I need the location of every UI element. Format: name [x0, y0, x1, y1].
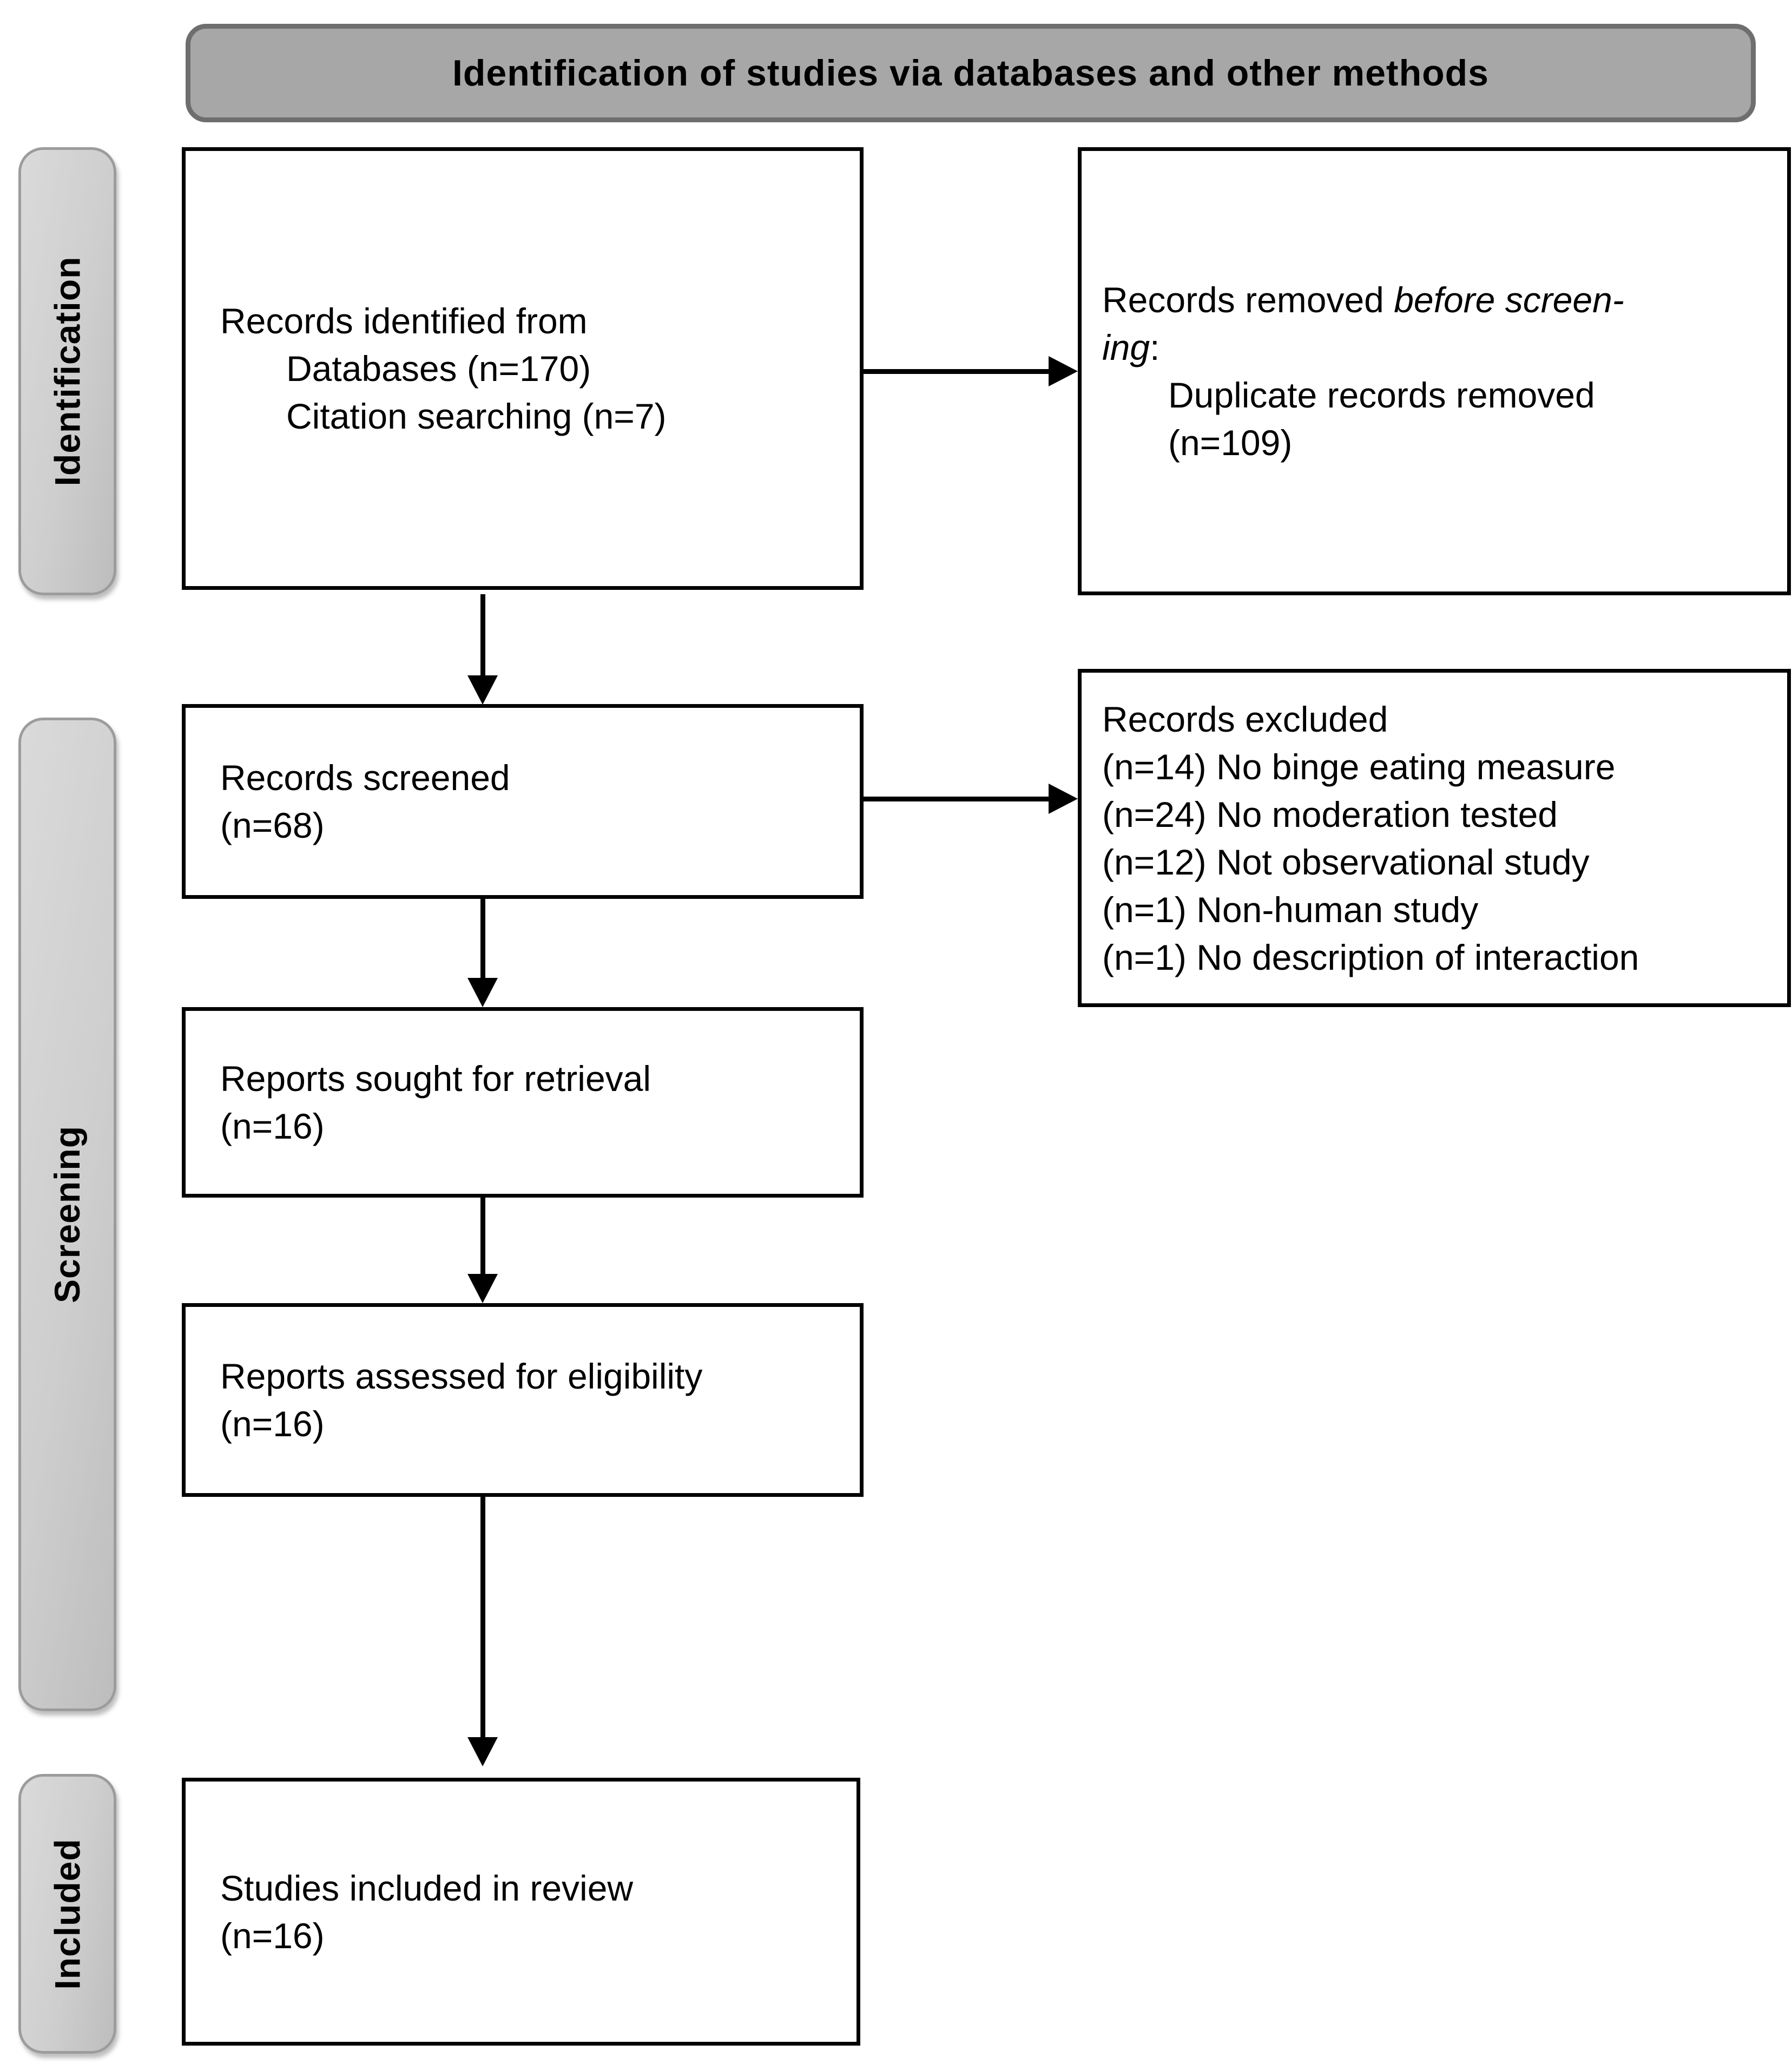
- text-segment: :: [1150, 327, 1160, 367]
- stage-identification-label: Identification: [47, 256, 88, 487]
- box-text-line: Citation searching (n=7): [220, 392, 840, 440]
- box-text-line: (n=16): [220, 1912, 837, 1960]
- arrow-screened-to-excluded-head-icon: [1049, 784, 1078, 814]
- stage-screening-label: Screening: [47, 1125, 88, 1304]
- arrow-sought-to-assessed-head-icon: [467, 1274, 498, 1303]
- stage-included: Included: [18, 1774, 116, 2054]
- text-segment: (n=109): [1168, 423, 1293, 463]
- diagram-title: Identification of studies via databases …: [452, 52, 1489, 94]
- text-segment: (n=68): [220, 805, 325, 845]
- text-segment: (n=1) No description of interaction: [1102, 937, 1639, 977]
- text-segment: Records screened: [220, 758, 510, 798]
- text-segment: Records identified from: [220, 301, 588, 341]
- box-records-removed-before-screening: Records removed before screen-ing:Duplic…: [1078, 147, 1791, 595]
- text-segment: Reports assessed for eligibility: [220, 1356, 703, 1396]
- box-text-line: (n=16): [220, 1400, 840, 1448]
- box-text-line: Records screened: [220, 754, 840, 801]
- box-text-line: ing:: [1102, 324, 1768, 371]
- arrow-assessed-to-included-head-icon: [467, 1737, 498, 1766]
- arrow-assessed-to-included-shaft: [480, 1497, 485, 1738]
- text-segment: (n=12) Not observational study: [1102, 842, 1590, 882]
- arrow-identified-to-removed-head-icon: [1049, 356, 1078, 386]
- text-segment: Studies included in review: [220, 1868, 634, 1908]
- italic-text-segment: before screen-: [1394, 280, 1624, 320]
- box-text-line: Duplicate records removed: [1102, 371, 1768, 419]
- stage-included-label: Included: [47, 1838, 88, 1990]
- box-text-line: (n=12) Not observational study: [1102, 838, 1768, 886]
- arrow-screened-to-excluded-shaft: [864, 797, 1049, 801]
- text-segment: Records excluded: [1102, 699, 1388, 739]
- italic-text-segment: ing: [1102, 327, 1150, 367]
- text-segment: (n=16): [220, 1106, 325, 1146]
- title-banner: Identification of studies via databases …: [186, 24, 1756, 122]
- box-records-screened: Records screened (n=68): [182, 704, 864, 899]
- arrow-screened-to-sought-shaft: [480, 899, 485, 979]
- text-segment: Reports sought for retrieval: [220, 1059, 651, 1099]
- box-studies-included: Studies included in review (n=16): [182, 1778, 860, 2046]
- box-reports-assessed: Reports assessed for eligibility (n=16): [182, 1303, 864, 1497]
- arrow-sought-to-assessed-shaft: [480, 1198, 485, 1275]
- stage-identification: Identification: [18, 147, 116, 595]
- box-reports-sought: Reports sought for retrieval (n=16): [182, 1007, 864, 1198]
- box-text-line: Reports assessed for eligibility: [220, 1352, 840, 1400]
- text-segment: (n=16): [220, 1915, 325, 1956]
- arrow-screened-to-sought-head-icon: [467, 978, 498, 1007]
- box-text-line: Records excluded: [1102, 695, 1768, 743]
- box-text-line: Records removed before screen-: [1102, 276, 1768, 324]
- arrow-identified-to-removed-shaft: [864, 369, 1049, 374]
- box-text-line: (n=109): [1102, 419, 1768, 466]
- text-segment: (n=1) Non-human study: [1102, 889, 1479, 930]
- box-text-line: (n=1) Non-human study: [1102, 886, 1768, 934]
- box-text-line: (n=16): [220, 1102, 840, 1150]
- box-text-line: Databases (n=170): [220, 345, 840, 392]
- box-text-line: Records identified from: [220, 297, 840, 345]
- box-text-line: Reports sought for retrieval: [220, 1055, 840, 1102]
- stage-screening: Screening: [18, 718, 116, 1711]
- text-segment: Databases (n=170): [286, 349, 591, 389]
- box-text-line: (n=1) No description of interaction: [1102, 934, 1768, 981]
- text-segment: Citation searching (n=7): [286, 396, 667, 436]
- box-text-line: (n=14) No binge eating measure: [1102, 743, 1768, 791]
- arrow-identified-to-screened-head-icon: [467, 675, 498, 705]
- box-records-excluded: Records excluded (n=14) No binge eating m…: [1078, 669, 1791, 1007]
- arrow-identified-to-screened-shaft: [480, 594, 485, 676]
- text-segment: (n=16): [220, 1404, 325, 1444]
- text-segment: Records removed: [1102, 280, 1394, 320]
- box-text-line: (n=68): [220, 801, 840, 849]
- text-segment: (n=14) No binge eating measure: [1102, 746, 1616, 787]
- box-text-line: (n=24) No moderation tested: [1102, 791, 1768, 838]
- text-segment: Duplicate records removed: [1168, 375, 1595, 415]
- text-segment: (n=24) No moderation tested: [1102, 794, 1558, 834]
- box-text-line: Studies included in review: [220, 1864, 837, 1912]
